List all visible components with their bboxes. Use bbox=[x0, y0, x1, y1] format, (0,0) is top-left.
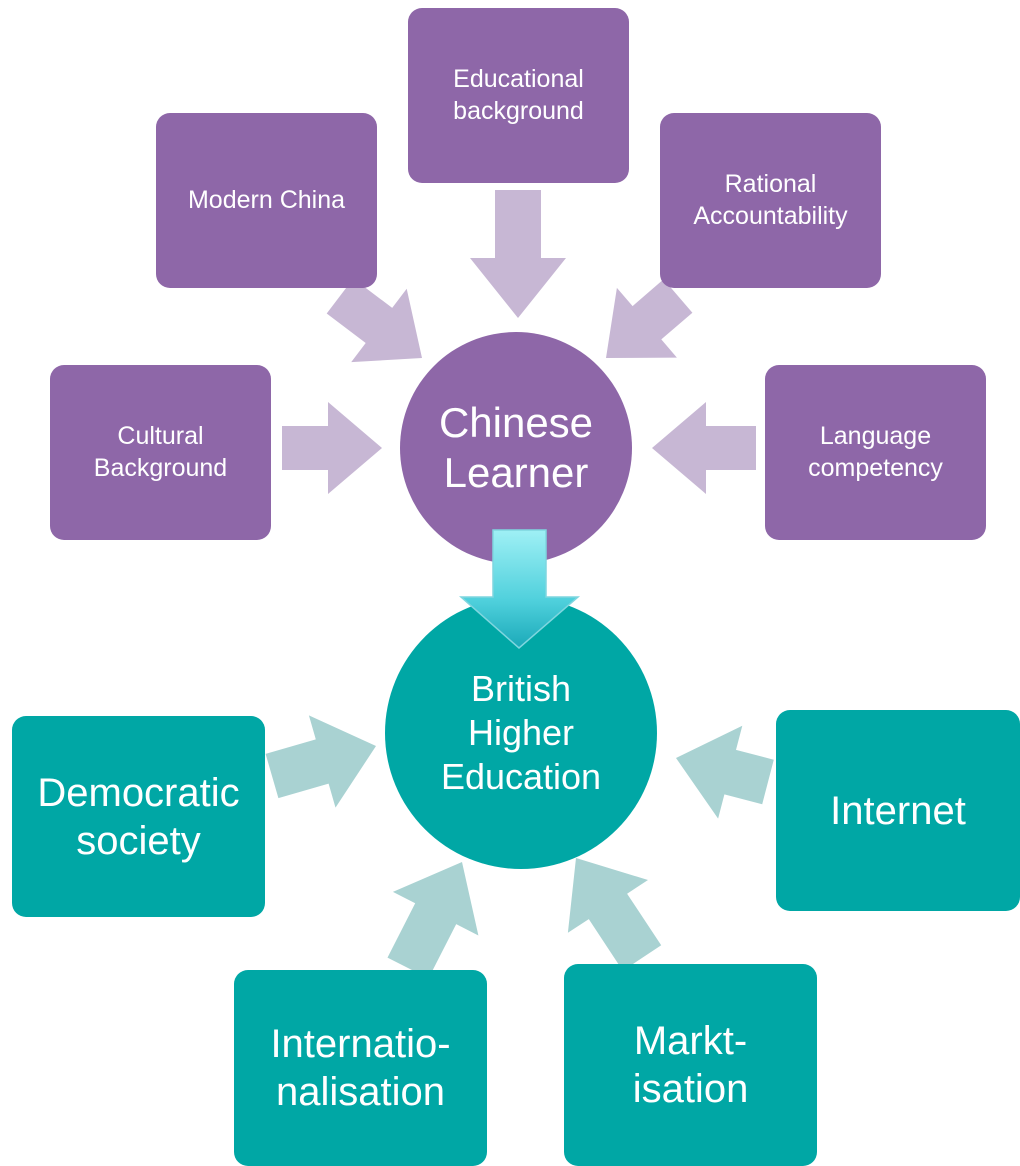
arrow-democratic-to-he bbox=[265, 715, 376, 808]
arrow-language-to-learner bbox=[652, 402, 756, 494]
arrow-modern-to-learner bbox=[326, 278, 422, 363]
node-cultural-background: Cultural Background bbox=[50, 365, 271, 540]
arrow-cultural-to-learner bbox=[282, 402, 382, 494]
node-internationalisation: Internatio- nalisation bbox=[234, 970, 487, 1166]
arrow-rational-to-learner bbox=[606, 279, 693, 358]
node-chinese-learner: Chinese Learner bbox=[400, 332, 632, 564]
node-internet: Internet bbox=[776, 710, 1020, 911]
node-marketisation: Markt- isation bbox=[564, 964, 817, 1166]
arrow-internet-to-he bbox=[676, 725, 774, 819]
arrow-educational-to-learner bbox=[470, 190, 566, 318]
arrow-markt-to-he bbox=[567, 858, 662, 971]
node-educational-background: Educational background bbox=[408, 8, 629, 183]
node-rational-accountability: Rational Accountability bbox=[660, 113, 881, 288]
node-democratic-society: Democratic society bbox=[12, 716, 265, 917]
node-modern-china: Modern China bbox=[156, 113, 377, 288]
node-british-higher-education: British Higher Education bbox=[385, 597, 657, 869]
arrow-internat-to-he bbox=[387, 862, 479, 979]
node-language-competency: Language competency bbox=[765, 365, 986, 540]
